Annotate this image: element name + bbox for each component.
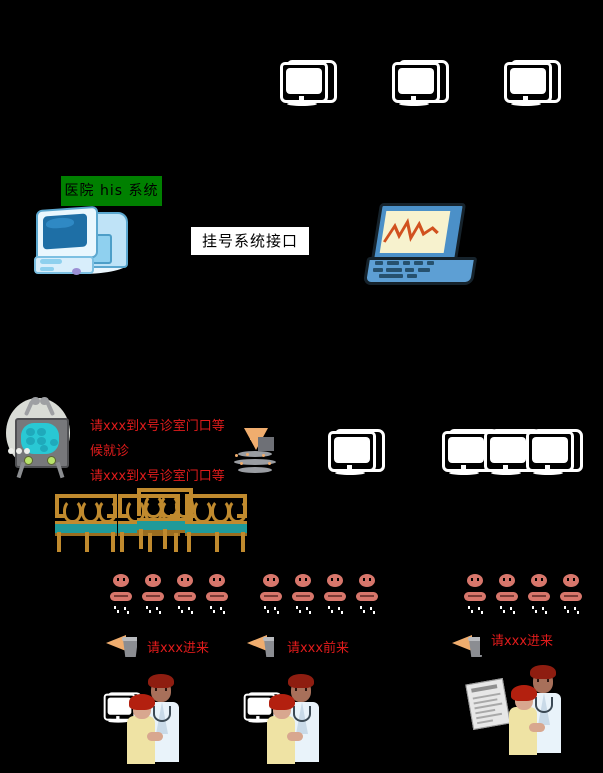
person-seated-icon	[526, 572, 552, 618]
hall-text-line-2: 候就诊	[90, 444, 130, 459]
person-seated-icon	[322, 572, 348, 618]
person-seated-icon	[108, 572, 134, 618]
hall-text-line-3: 请xxx到x号诊室门口等	[90, 469, 225, 484]
waiting-hall-display-text: 请xxx到x号诊室门口等 候就诊 请xxx到x号诊室门口等	[84, 412, 244, 491]
person-seated-icon	[258, 572, 284, 618]
person-seated-icon	[494, 572, 520, 618]
person-seated-icon	[462, 572, 488, 618]
hall-text-line-1: 请xxx到x号诊室门口等	[90, 419, 225, 434]
registration-interface-label: 挂号系统接口	[191, 227, 309, 255]
person-seated-icon	[558, 572, 584, 618]
person-seated-icon	[354, 572, 380, 618]
desktop-computer-icon	[32, 205, 132, 281]
person-seated-icon	[172, 572, 198, 618]
room-call-label: 请xxx进来	[480, 627, 564, 655]
loudspeaker-horn-icon	[232, 428, 280, 476]
crt-monitor-icon	[391, 58, 449, 108]
person-seated-icon	[140, 572, 166, 618]
his-system-label: 医院 his 系统	[61, 176, 162, 206]
room-call-label: 请xxx前来	[274, 634, 362, 662]
person-seated-icon	[204, 572, 230, 618]
doctor-patient-icon	[123, 672, 185, 768]
waiting-bench-icon	[137, 488, 194, 549]
laptop-chart-icon	[362, 203, 478, 295]
person-seated-icon	[290, 572, 316, 618]
crt-monitor-icon	[327, 427, 385, 477]
prescription-paper-icon	[465, 678, 511, 730]
crt-monitor-icon	[279, 58, 337, 108]
doctor-patient-icon	[505, 663, 567, 759]
laptop-line-chart	[383, 217, 439, 243]
crt-tv-display-icon	[6, 392, 74, 484]
room-call-label: 请xxx进来	[137, 634, 219, 662]
crt-monitor-icon	[483, 427, 541, 477]
waiting-bench-icon	[55, 494, 117, 552]
waiting-bench-icon	[185, 494, 247, 552]
loudspeaker-horn-icon	[106, 630, 140, 660]
crt-monitor-icon	[525, 427, 583, 477]
doctor-patient-icon	[263, 672, 325, 768]
crt-monitor-icon	[503, 58, 561, 108]
